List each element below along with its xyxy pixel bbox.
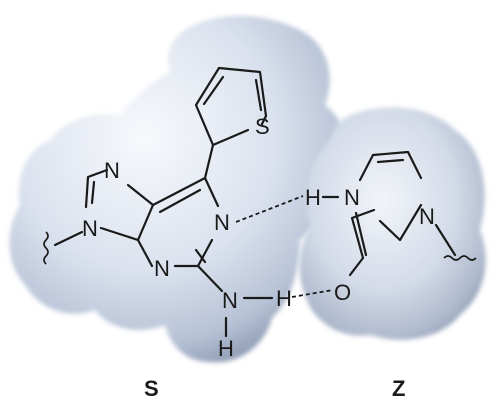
imidazolone-ring: N H N O: [305, 150, 477, 305]
purine-core: N N N N N H H: [43, 143, 292, 361]
hydrogen-bonds: [235, 195, 334, 298]
z-nh-h-atom: H: [305, 185, 321, 210]
thiophene-ring: S: [194, 66, 270, 147]
label-s: S: [144, 376, 159, 401]
surface-z: [299, 107, 486, 340]
n3-atom: N: [154, 256, 170, 281]
n9-atom: N: [82, 216, 98, 241]
amino-h2-atom: H: [218, 336, 234, 361]
label-z: Z: [392, 376, 405, 401]
n1-atom: N: [214, 210, 230, 235]
sulfur-atom: S: [255, 114, 270, 139]
z-n3-atom: N: [344, 185, 360, 210]
n7-atom: N: [104, 158, 120, 183]
z-n1-atom: N: [419, 204, 435, 229]
amino-n-atom: N: [222, 288, 238, 313]
hbond-n1-h: [235, 195, 304, 223]
z-o-atom: O: [334, 280, 351, 305]
surface-s: [9, 15, 348, 363]
amino-h1-atom: H: [276, 286, 292, 311]
